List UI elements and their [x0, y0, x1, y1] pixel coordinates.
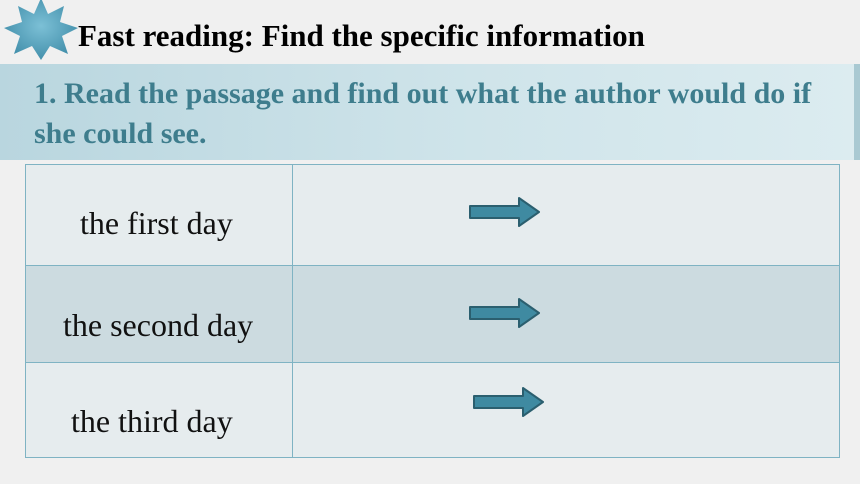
row-answer-cell — [293, 363, 839, 457]
table-row: the second day — [26, 265, 839, 363]
arrow-right-icon — [473, 387, 544, 417]
row-label: the first day — [80, 205, 233, 241]
row-answer-cell — [293, 165, 839, 265]
row-label: the third day — [71, 403, 233, 439]
instruction-text: 1. Read the passage and find out what th… — [34, 77, 812, 150]
page-title: Fast reading: Find the specific informat… — [78, 18, 645, 53]
instruction-band — [0, 64, 860, 160]
row-label: the second day — [63, 307, 254, 343]
row-label-cell: the second day — [26, 266, 293, 362]
arrow-right-icon — [469, 197, 540, 227]
arrow-right-icon — [469, 298, 540, 328]
row-label-cell: the first day — [26, 165, 293, 265]
table-row: the third day — [26, 363, 839, 457]
star-icon — [4, 0, 78, 60]
row-answer-cell — [293, 266, 839, 362]
info-table: the first day the second day the third d… — [25, 164, 840, 458]
row-label-cell: the third day — [26, 363, 293, 457]
table-row: the first day — [26, 165, 839, 265]
